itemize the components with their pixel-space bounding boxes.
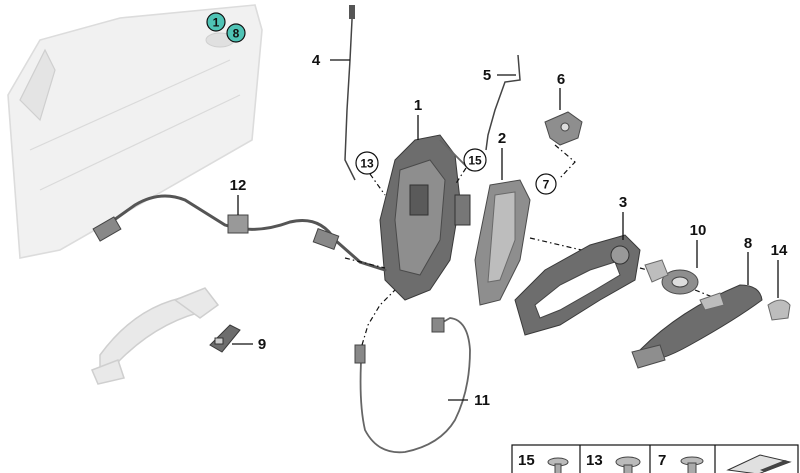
screw-13-icon	[615, 456, 641, 473]
callout-5: 5	[483, 67, 491, 84]
callout-13: 13	[360, 157, 374, 171]
screw-15-icon	[547, 457, 569, 473]
part-9-clip	[209, 324, 241, 353]
callout-12: 12	[230, 177, 247, 194]
callout-13-circle: 13	[355, 151, 379, 175]
legend-item-13: 13	[586, 452, 603, 469]
callout-10: 10	[690, 222, 707, 239]
door-outline-ghost	[7, 4, 263, 259]
dash-11-1	[361, 289, 396, 346]
dash-10-8	[694, 289, 716, 299]
callout-9: 9	[258, 336, 266, 353]
dash-12-1	[344, 257, 386, 269]
callout-7: 7	[543, 178, 550, 192]
door-badge-8: 8	[226, 23, 246, 43]
part-small-insert	[644, 259, 669, 283]
callout-1: 1	[414, 97, 422, 114]
door-badge-1-label: 1	[213, 16, 220, 30]
callout-3: 3	[619, 194, 627, 211]
part-4-rod	[344, 5, 356, 181]
callout-15: 15	[468, 154, 482, 168]
outer-handle-ghost	[91, 287, 220, 385]
door-badge-8-label: 8	[233, 27, 240, 41]
callout-8: 8	[744, 235, 752, 252]
part-12-cable	[92, 194, 387, 272]
screw-7-icon	[680, 456, 704, 473]
part-8-outer-handle	[631, 284, 763, 369]
callout-15-circle: 15	[463, 148, 487, 172]
dash-6-7	[554, 144, 576, 179]
dash-13	[369, 173, 386, 196]
legend-item-7: 7	[658, 452, 666, 469]
callout-14: 14	[771, 242, 788, 259]
part-5-rod	[485, 54, 521, 151]
part-1-lock-module	[379, 134, 471, 301]
callout-11: 11	[474, 392, 490, 409]
hardware-legend: 15 13 7	[511, 444, 799, 473]
callout-2: 2	[498, 130, 506, 147]
dash-15	[454, 167, 467, 186]
door-badge-1: 1	[206, 12, 226, 32]
part-2-trim	[474, 179, 531, 306]
part-10-gasket	[661, 269, 699, 295]
dash-2-3	[529, 237, 591, 253]
callout-4: 4	[312, 52, 321, 69]
callout-6: 6	[557, 71, 565, 88]
part-3-handle-carrier	[514, 234, 641, 336]
legend-item-15: 15	[518, 452, 535, 469]
callout-7-circle: 7	[535, 173, 557, 195]
part-11-cable	[354, 317, 471, 454]
part-14-cap	[767, 299, 791, 321]
part-6-bracket	[544, 111, 583, 146]
